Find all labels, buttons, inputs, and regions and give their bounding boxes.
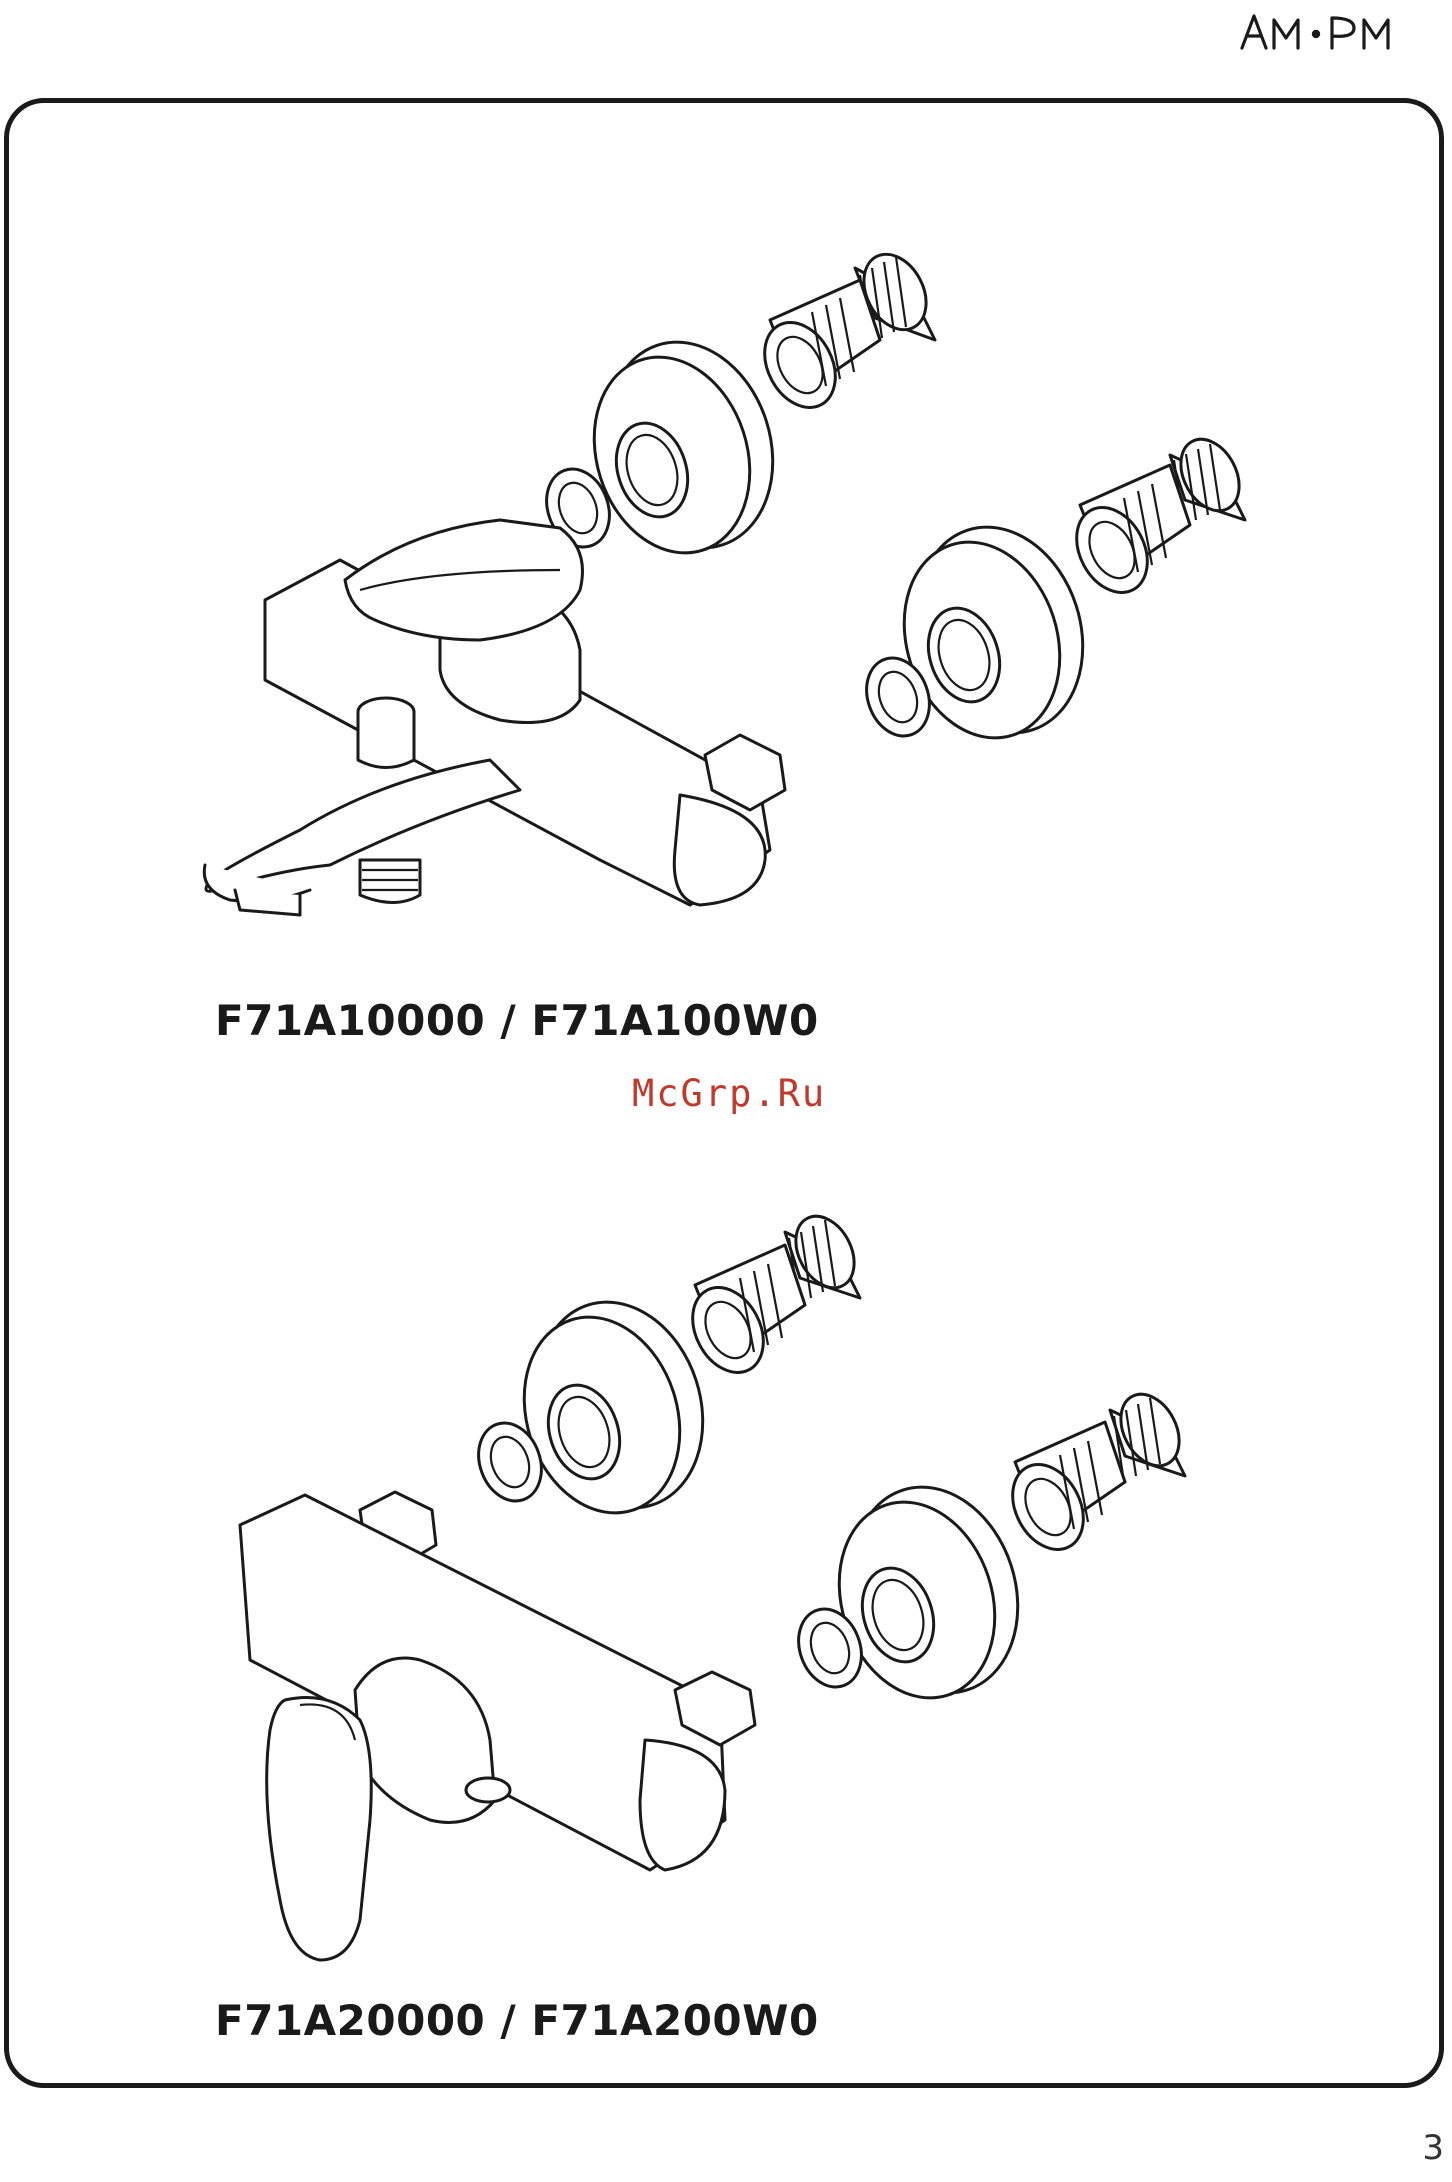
page-number: 3 <box>1422 2128 1444 2168</box>
shower-mixer-diagram <box>240 1206 1191 1960</box>
watermark: McGrp.Ru <box>632 1072 826 1115</box>
eccentric-icon <box>679 1206 866 1385</box>
eccentric-icon <box>1063 429 1251 605</box>
bath-mixer-diagram <box>204 244 1251 915</box>
shower-mixer-body <box>240 1492 755 1960</box>
shower-mixer-model-label: F71A20000 / F71A200W0 <box>215 1996 819 2045</box>
eccentric-icon <box>751 244 939 420</box>
bath-mixer-model-label: F71A10000 / F71A100W0 <box>215 996 819 1045</box>
eccentric-icon <box>999 1384 1191 1562</box>
bath-mixer-body <box>204 520 785 915</box>
